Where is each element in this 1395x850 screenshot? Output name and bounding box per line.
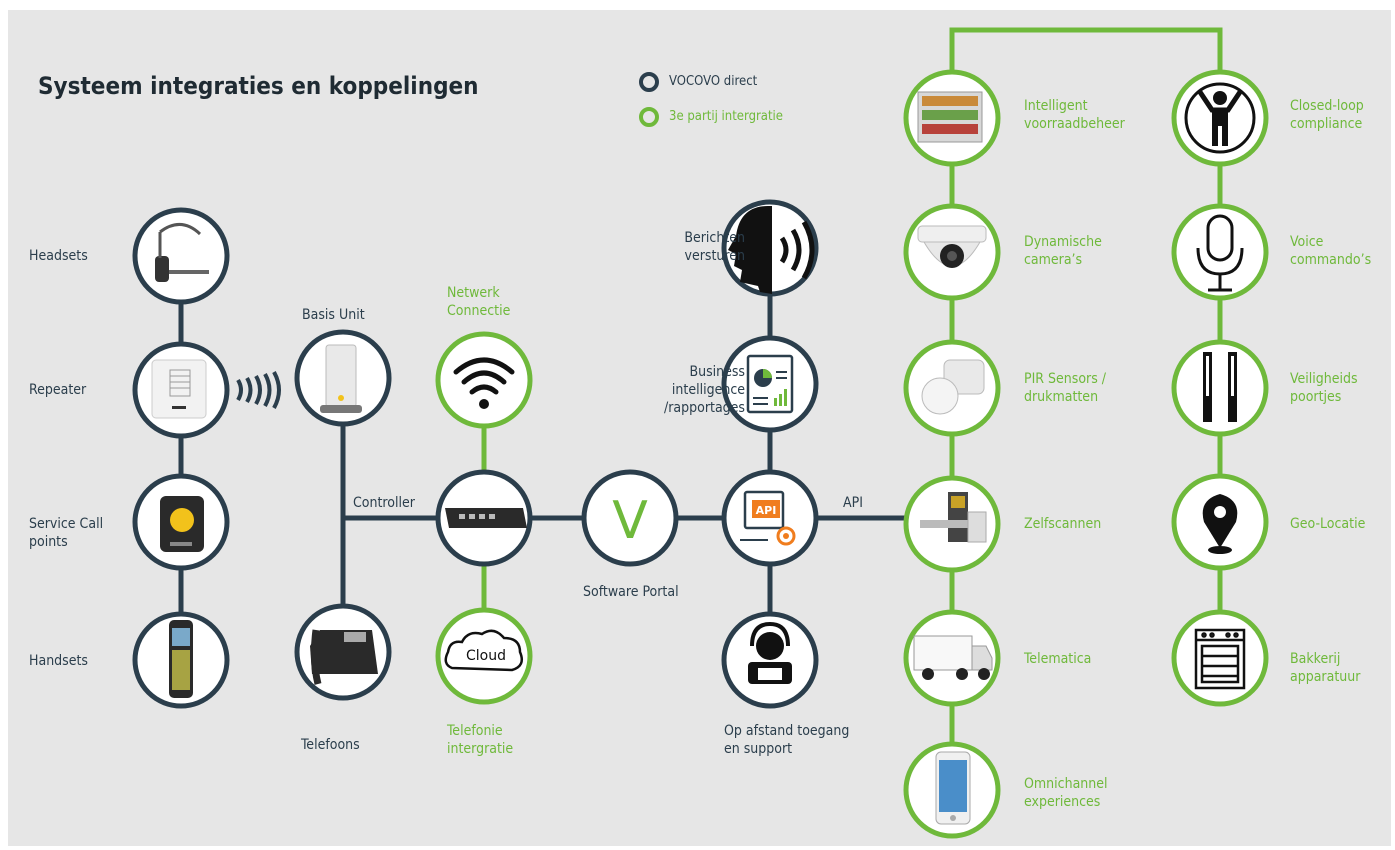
- label-headsets: Headsets: [29, 248, 88, 264]
- cloud-icon: Cloud: [444, 629, 523, 672]
- node-camera-circle: [903, 203, 1001, 301]
- legend-third-party-label: 3e partij intergratie: [669, 109, 783, 124]
- label-handsets: Handsets: [29, 653, 88, 669]
- label-api: API: [843, 495, 863, 511]
- label-bakkerij: Bakkerij apparatuur: [1290, 651, 1361, 685]
- node-berichten-circle: [721, 199, 819, 297]
- label-omnichannel: Omnichannel experiences: [1024, 776, 1108, 810]
- smartphone-icon: [935, 751, 971, 825]
- location-pin-icon: [1202, 494, 1238, 554]
- label-poortjes: Veiligheids poortjes: [1290, 371, 1358, 405]
- node-bakkerij-circle: [1171, 609, 1269, 707]
- microphone-icon: [1196, 214, 1244, 292]
- label-geo: Geo-Locatie: [1290, 516, 1366, 532]
- label-repeater: Repeater: [29, 382, 87, 398]
- label-compliance: Closed-loop compliance: [1290, 98, 1364, 132]
- node-netwerk-circle: [435, 331, 533, 429]
- node-pir-circle: [903, 339, 1001, 437]
- oven-icon: [1194, 628, 1246, 690]
- node-basis-unit-circle: [294, 329, 392, 427]
- controller-icon: [445, 508, 527, 528]
- label-voice: Voice commando’s: [1290, 234, 1372, 268]
- repeater-icon: [151, 359, 207, 419]
- node-compliance-circle: [1171, 69, 1269, 167]
- pir-sensor-icon: [921, 359, 985, 415]
- node-voice-circle: [1171, 203, 1269, 301]
- truck-icon: [913, 635, 993, 680]
- node-telefoons-circle: [294, 603, 392, 701]
- kiosk-icon: [920, 492, 987, 543]
- report-icon: [746, 354, 794, 414]
- label-support: Op afstand toegang en support: [724, 723, 850, 757]
- handset-icon: [169, 620, 193, 698]
- api-icon-text: API: [756, 504, 777, 517]
- support-agent-icon: [748, 621, 792, 684]
- cloud-icon-text: Cloud: [466, 648, 506, 664]
- node-support-circle: [721, 611, 819, 709]
- call-point-icon: [160, 496, 204, 552]
- label-zelfscan: Zelfscannen: [1024, 516, 1102, 532]
- speaking-head-icon: [728, 206, 815, 294]
- headset-icon: [155, 223, 209, 282]
- node-telematica-circle: [903, 609, 1001, 707]
- label-basis-unit: Basis Unit: [302, 307, 365, 323]
- node-controller-circle: [435, 469, 533, 567]
- legend-vocovo-marker: [639, 72, 659, 92]
- label-telematica: Telematica: [1024, 651, 1092, 667]
- api-icon: API: [740, 490, 796, 546]
- base-unit-icon: [320, 344, 362, 413]
- camera-icon: [917, 225, 987, 268]
- diagram-background: [8, 10, 1391, 846]
- desk-phone-icon: [310, 629, 378, 685]
- legend-third-party-marker: [639, 107, 659, 127]
- vocovo-v-icon: V: [612, 491, 648, 551]
- legend-vocovo-label: VOCOVO direct: [669, 74, 758, 89]
- label-bi: Business intelligence /rapportages: [664, 364, 745, 416]
- label-service-call: Service Call points: [29, 516, 104, 550]
- node-service-call-circle: [132, 473, 230, 571]
- node-repeater-circle: [132, 341, 230, 439]
- shelf-icon: [917, 91, 983, 143]
- label-voorraad: Intelligent voorraadbeheer: [1024, 98, 1125, 132]
- wireless-waves: [236, 371, 281, 409]
- label-netwerk: Netwerk Connectie: [447, 285, 511, 319]
- wifi-icon: [453, 357, 515, 395]
- node-omnichannel-circle: [903, 741, 1001, 839]
- label-pir: PIR Sensors / drukmatten: [1024, 371, 1107, 405]
- node-portal-circle: V: [581, 469, 679, 567]
- node-api-circle: API: [721, 469, 819, 567]
- node-geo-circle: [1171, 473, 1269, 571]
- page-title: Systeem integraties en koppelingen: [38, 72, 479, 100]
- node-bi-circle: [721, 335, 819, 433]
- node-zelfscan-circle: [903, 475, 1001, 573]
- node-handsets-circle: [132, 611, 230, 709]
- person-icon: [1184, 82, 1256, 154]
- label-telefonie: Telefonie intergratie: [447, 723, 514, 757]
- node-poortjes-circle: [1171, 339, 1269, 437]
- wifi-dot: [479, 399, 489, 409]
- node-headsets-circle: [132, 207, 230, 305]
- label-camera: Dynamische camera’s: [1024, 234, 1102, 268]
- label-software-portal: Software Portal: [583, 584, 679, 600]
- node-telefonie-circle: Cloud: [435, 607, 533, 705]
- node-voorraad-circle: [903, 69, 1001, 167]
- security-gate-icon: [1203, 352, 1237, 422]
- connector-top-bridge: [949, 27, 1223, 108]
- label-telefoons: Telefoons: [301, 737, 360, 753]
- label-controller: Controller: [353, 495, 415, 511]
- label-berichten: Berichten versturen: [684, 230, 745, 264]
